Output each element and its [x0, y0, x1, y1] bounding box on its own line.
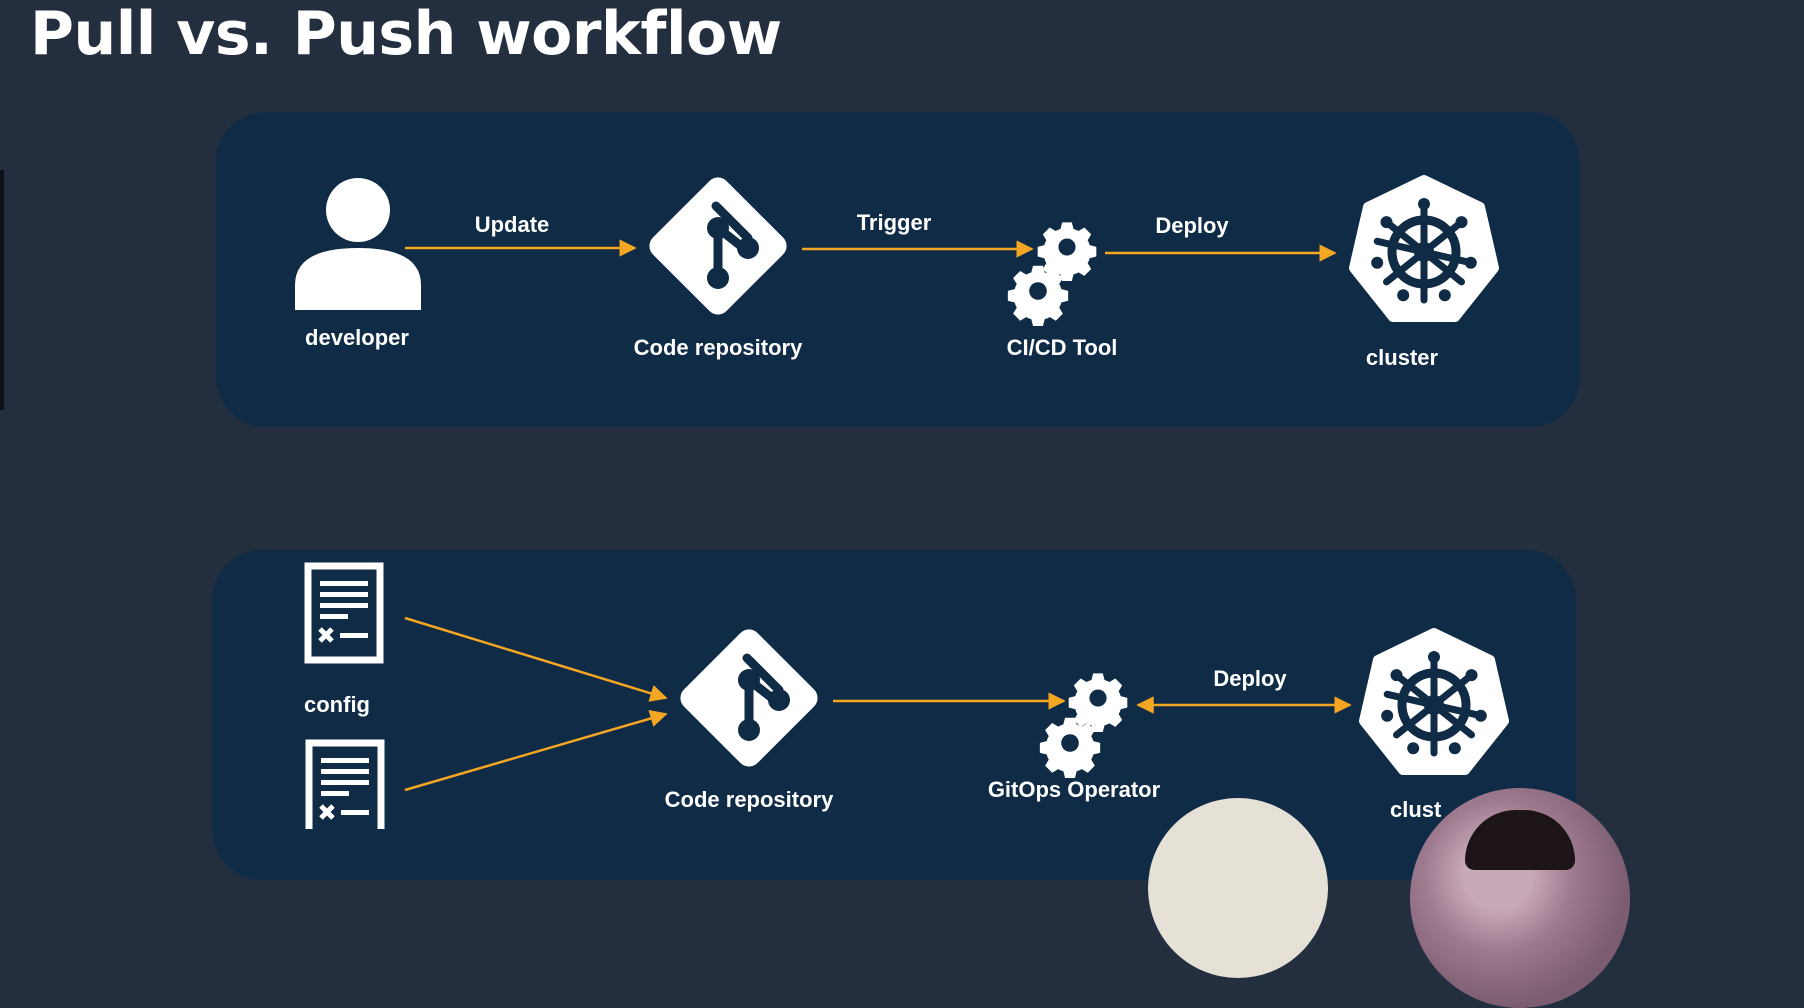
push-repo-git-icon — [644, 172, 791, 319]
pull-workflow-panel — [212, 550, 1576, 880]
developer-label: developer — [305, 325, 409, 350]
pull-deploy-label: Deploy — [1213, 666, 1287, 691]
second-document-icon — [309, 743, 381, 829]
left-window-edge — [0, 170, 4, 410]
push-cluster-label: cluster — [1365, 345, 1439, 370]
pull-cluster-label: clust — [1390, 797, 1442, 822]
push-cluster-kubernetes-icon — [1354, 180, 1494, 317]
gitops-operator-gears-icon — [1039, 673, 1128, 778]
config-to-repo-arrow — [404, 616, 668, 702]
config-document-icon — [308, 566, 380, 660]
cicd-label: CI/CD Tool — [1006, 335, 1118, 360]
developer-icon — [295, 178, 421, 310]
push-deploy-label: Deploy — [1155, 213, 1229, 238]
presenter-video-right — [1410, 788, 1630, 1008]
gitops-operator-label: GitOps Operator — [987, 777, 1161, 802]
presenter-video-left — [1148, 798, 1328, 978]
trigger-label: Trigger — [856, 210, 932, 235]
update-label: Update — [474, 212, 550, 237]
cicd-gears-icon — [1007, 222, 1097, 326]
push-repo-label: Code repository — [633, 335, 803, 360]
pull-cluster-kubernetes-icon — [1364, 633, 1504, 770]
pull-repo-git-icon — [675, 624, 822, 771]
pull-repo-label: Code repository — [664, 787, 834, 812]
config-label: config — [304, 692, 370, 717]
page-title: Pull vs. Push workflow — [30, 0, 782, 69]
workflow-diagram — [295, 0, 1804, 829]
doc-to-repo-arrow — [404, 710, 668, 792]
